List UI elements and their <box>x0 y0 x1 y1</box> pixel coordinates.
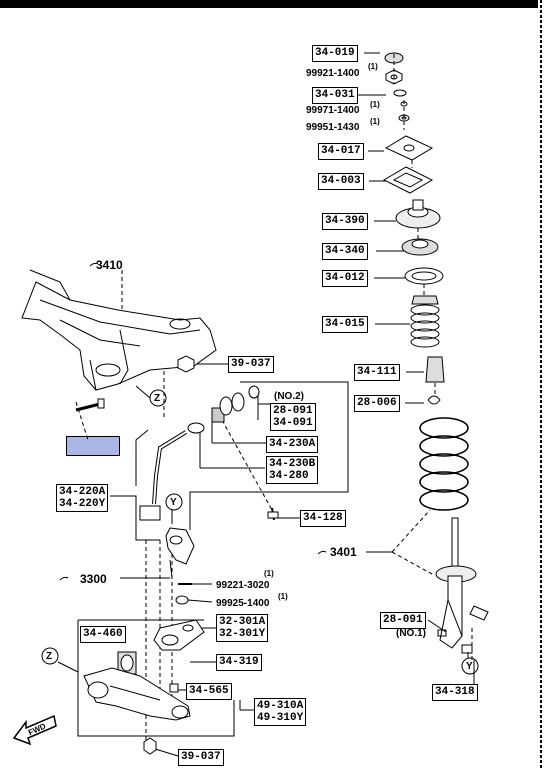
marker-y-top: Y <box>170 497 177 508</box>
label-34-128: 34-128 <box>300 510 346 527</box>
label-49-310A: 49-310A <box>257 700 304 712</box>
label-99221-3020: 99221-3020 <box>216 580 270 591</box>
label-34-565: 34-565 <box>186 683 232 700</box>
label-39-037-bottom: 39-037 <box>178 749 224 766</box>
label-32-301Y: 32-301Y <box>219 628 266 640</box>
label-34-015: 34-015 <box>322 316 368 333</box>
label-3300: 3300 <box>80 572 107 586</box>
label-34-460: 34-460 <box>80 626 126 643</box>
balljoint-32-301 <box>153 619 205 651</box>
label-99951-1430: 99951-1430 <box>306 122 360 133</box>
label-49-310Y: 49-310Y <box>257 712 304 724</box>
nut-39-037 <box>177 355 195 373</box>
label-34-318: 34-318 <box>432 684 478 701</box>
label-34-220A-34-220Y: 34-220A 34-220Y <box>56 484 109 512</box>
label-28-091-right: 28-091 <box>380 612 426 629</box>
stabilizer-link <box>139 385 260 521</box>
label-32-301A-32-301Y: 32-301A 32-301Y <box>216 614 269 642</box>
label-34-230B-34-280: 34-230B 34-280 <box>266 456 319 484</box>
qty-99221: (1) <box>264 569 274 578</box>
label-no1: (NO.1) <box>396 628 426 639</box>
qty-99925: (1) <box>278 592 288 601</box>
crossmember-3410 <box>21 269 217 391</box>
label-34-230A: 34-230A <box>266 436 319 453</box>
qty-99921: (1) <box>368 62 378 71</box>
coil-spring <box>419 417 469 511</box>
plate-34-017 <box>384 135 434 161</box>
label-34-031: 34-031 <box>312 87 358 104</box>
label-34-319: 34-319 <box>216 654 262 671</box>
label-34-012: 34-012 <box>322 270 368 287</box>
washer-34-031 <box>393 89 407 97</box>
knuckle-3300 <box>165 527 195 579</box>
label-34-019: 34-019 <box>312 45 358 62</box>
label-34-017: 34-017 <box>318 143 364 160</box>
marker-z-top: Z <box>154 393 161 404</box>
label-34-220Y: 34-220Y <box>59 498 106 510</box>
qty-99951: (1) <box>370 117 380 126</box>
label-99921-1400: 99921-1400 <box>306 68 360 79</box>
page-edge <box>540 0 542 768</box>
top-bar <box>0 0 538 8</box>
ring-34-012 <box>404 267 444 285</box>
label-34-111: 34-111 <box>354 364 400 381</box>
label-3410: 3410 <box>96 258 123 272</box>
label-28-091-top: 28-091 <box>273 405 313 417</box>
label-34-220A: 34-220A <box>59 486 106 498</box>
label-34-340: 34-340 <box>322 243 368 260</box>
qty-99971: (1) <box>370 100 380 109</box>
lower-arm-49-310 <box>83 667 191 721</box>
label-no2: (NO.2) <box>274 391 304 402</box>
label-49-310A-49-310Y: 49-310A 49-310Y <box>254 698 307 726</box>
label-34-280: 34-280 <box>269 470 309 482</box>
bumpstop-34-111 <box>425 356 445 383</box>
fwd-arrow <box>12 714 57 746</box>
label-99971-1400: 99971-1400 <box>306 105 360 116</box>
label-32-301A: 32-301A <box>219 616 266 628</box>
label-34-230B: 34-230B <box>269 458 316 470</box>
highlight-box <box>66 436 120 456</box>
strut-3401 <box>435 517 489 649</box>
label-34-390: 34-390 <box>322 213 368 230</box>
clip-28-006 <box>427 395 441 405</box>
label-99925-1400: 99925-1400 <box>216 598 270 609</box>
bellows-34-015 <box>410 295 440 348</box>
label-34-003: 34-003 <box>318 173 364 190</box>
label-34-091: 34-091 <box>273 417 313 429</box>
label-28-006: 28-006 <box>354 395 400 412</box>
label-39-037-top: 39-037 <box>228 356 274 373</box>
marker-z-bottom: Z <box>46 651 53 662</box>
marker-y-bottom: Y <box>466 661 473 672</box>
label-28-091-34-091: 28-091 34-091 <box>270 403 316 431</box>
gasket-34-003 <box>382 166 434 194</box>
label-3401: 3401 <box>330 545 357 559</box>
subframe-bolt <box>75 398 105 412</box>
bolt-34-128 <box>267 507 279 521</box>
